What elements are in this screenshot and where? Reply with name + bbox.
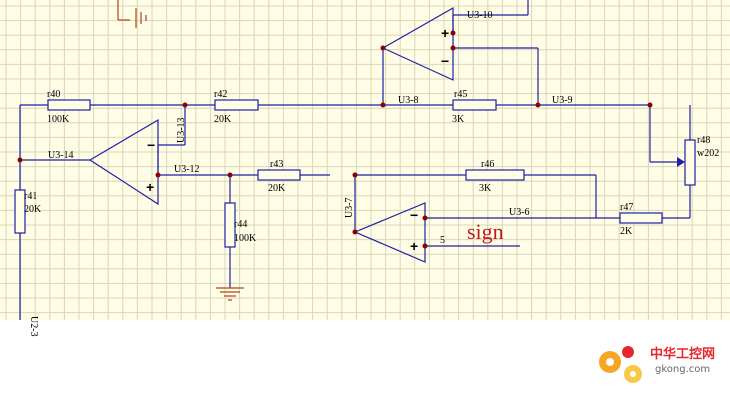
ground-symbol — [216, 287, 244, 301]
r41-value: 20K — [24, 204, 42, 215]
net-u3-9: U3-9 — [552, 95, 573, 106]
net-u3-8: U3-8 — [398, 95, 419, 106]
resistor-r47: r47 2K — [619, 202, 663, 237]
watermark-url: gkong.com — [655, 364, 710, 375]
r46-value: 3K — [479, 183, 492, 194]
grid-background — [0, 0, 730, 320]
r44-value: 100K — [234, 233, 257, 244]
opamp-left-plus: + — [146, 179, 154, 195]
resistor-r40: r40 100K — [47, 89, 91, 125]
net-u3-13: U3-13 — [176, 117, 187, 143]
resistor-r42: r42 20K — [214, 89, 259, 125]
opamp-u3-bottom: − + — [353, 202, 426, 263]
resistor-r44: r44 100K — [224, 202, 257, 248]
r48-value: w202 — [697, 148, 719, 159]
ground-fragment-top — [117, 0, 147, 28]
r42-value: 20K — [214, 114, 232, 125]
r40-ref: r40 — [47, 89, 60, 100]
opamp-bottom-minus: − — [410, 207, 418, 223]
net-u3-6: U3-6 — [509, 207, 530, 218]
r48-ref: r48 — [697, 135, 710, 146]
opamp-u3-left: − + — [88, 118, 159, 206]
r45-value: 3K — [452, 114, 465, 125]
r46-ref: r46 — [481, 159, 494, 170]
gear-logo-icon — [599, 346, 642, 383]
opamp-bottom-plus: + — [410, 238, 418, 254]
grid — [0, 0, 730, 320]
watermark-logo: 中华工控网 gkong.com — [599, 346, 715, 383]
watermark-brand: 中华工控网 — [650, 346, 715, 362]
r44-ref: r44 — [234, 219, 247, 230]
net-u3-14: U3-14 — [48, 150, 74, 161]
opamp-left-minus: − — [147, 137, 155, 153]
opamp-top-minus: − — [441, 53, 449, 69]
opamp-top-plus: + — [441, 25, 449, 41]
r47-value: 2K — [620, 226, 633, 237]
r41-ref: r41 — [24, 191, 37, 202]
r43-value: 20K — [268, 183, 286, 194]
pin-5-label: 5 — [440, 235, 445, 246]
r42-ref: r42 — [214, 89, 227, 100]
resistor-r46: r46 3K — [465, 159, 525, 194]
potentiometer-r48: r48 w202 — [677, 135, 719, 186]
r40-value: 100K — [47, 114, 70, 125]
r47-ref: r47 — [620, 202, 633, 213]
net-u2-3: U2-3 — [28, 316, 39, 337]
resistor-r43: r43 20K — [257, 159, 301, 194]
signal-label-sign: sign — [467, 219, 504, 244]
net-u3-12: U3-12 — [174, 164, 200, 175]
resistor-r45: r45 3K — [452, 89, 497, 125]
net-u3-10: U3-10 — [467, 10, 493, 21]
opamp-u3-top: + − — [381, 6, 454, 81]
r43-ref: r43 — [270, 159, 283, 170]
net-labels: U3-14 U3-13 U3-12 U3-10 U3-8 U3-9 U3-7 U… — [28, 10, 573, 337]
resistor-r41: r41 20K — [14, 189, 42, 234]
junctions — [17, 30, 653, 249]
r45-ref: r45 — [454, 89, 467, 100]
net-u3-7: U3-7 — [344, 197, 355, 218]
